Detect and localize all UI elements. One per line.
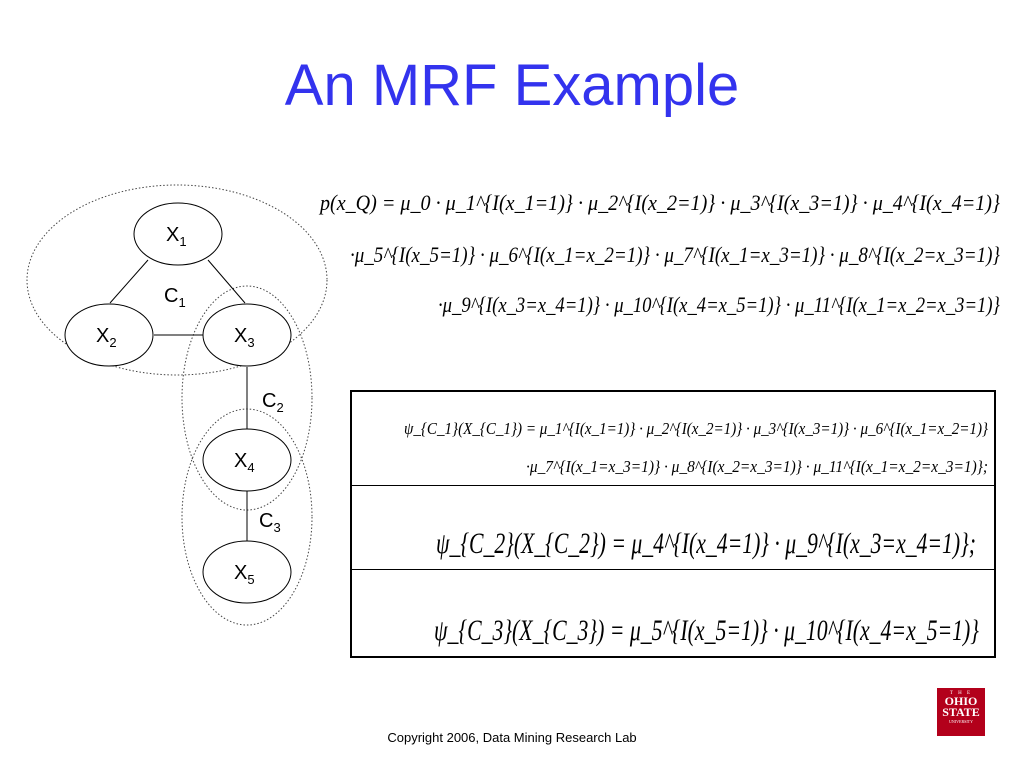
node-x3: X3 [202,303,292,367]
clique-c3-label: C3 [259,510,281,535]
node-x5: X5 [202,540,292,604]
clique-c2-label: C2 [262,390,284,415]
svg-text:X4: X4 [234,450,255,475]
pxq-line-3: ·μ_9^{I(x_3=x_4=1)} · μ_10^{I(x_4=x_5=1)… [438,292,1000,317]
edge-x1-x3 [207,259,246,304]
psi-c1-cell [352,392,994,486]
node-x1: X1 [133,202,223,266]
svg-text:X3: X3 [234,325,255,350]
node-x2: X2 [64,303,154,367]
svg-text:X2: X2 [96,325,117,350]
clique-potentials-box [350,390,996,658]
copyright-footer: Copyright 2006, Data Mining Research Lab [387,730,637,745]
svg-text:X5: X5 [234,562,255,587]
pxq-line-1: p(x_Q) = μ_0 · μ_1^{I(x_1=1)} · μ_2^{I(x… [318,190,1000,215]
psi-c1-line-2: ·μ_7^{I(x_1=x_3=1)} · μ_8^{I(x_2=x_3=1)}… [526,457,988,476]
edge-x1-x2 [109,259,149,304]
psi-c3-formula: ψ_{C_3}(X_{C_3}) = μ_5^{I(x_5=1)} · μ_10… [434,614,979,647]
clique-c1-label: C1 [164,285,186,310]
psi-c2-cell [352,486,994,570]
clique-c1-ellipse [26,184,328,376]
slide-title: An MRF Example [284,53,740,118]
psi-c1-line-1: ψ_{C_1}(X_{C_1}) = μ_1^{I(x_1=1)} · μ_2^… [404,419,988,438]
joint-probability-formula: p(x_Q) = μ_0 · μ_1^{I(x_1=1)} · μ_2^{I(x… [318,190,1000,317]
svg-text:X1: X1 [166,224,187,249]
pxq-line-2: ·μ_5^{I(x_5=1)} · μ_6^{I(x_1=x_2=1)} · μ… [350,242,1000,267]
ohio-state-logo: T H E OHIO STATE UNIVERSITY [937,688,985,736]
psi-c2-formula: ψ_{C_2}(X_{C_2}) = μ_4^{I(x_4=1)} · μ_9^… [436,527,976,560]
node-x4: X4 [202,428,292,492]
